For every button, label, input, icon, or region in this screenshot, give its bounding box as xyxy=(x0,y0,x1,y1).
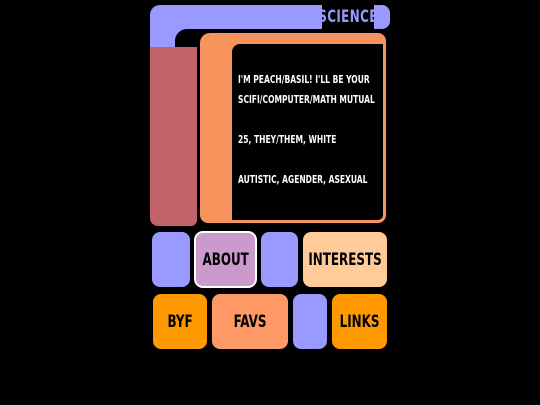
links-button[interactable]: LINKS xyxy=(332,294,387,349)
bio-line-3: 25, THEY/THEM, WHITE xyxy=(238,134,337,146)
about-button[interactable]: ABOUT xyxy=(194,231,257,288)
bio-text: I'M PEACH/BASIL! I'LL BE YOUR SCIFI/COMP… xyxy=(238,70,375,190)
byf-button[interactable]: BYF xyxy=(153,294,207,349)
header-bar xyxy=(150,5,322,29)
bio-line-1: I'M PEACH/BASIL! I'LL BE YOUR xyxy=(238,74,370,86)
interests-button-label: INTERESTS xyxy=(308,249,382,270)
byf-button-label: BYF xyxy=(167,311,193,332)
nav-block-3[interactable] xyxy=(293,294,327,349)
favs-button[interactable]: FAVS xyxy=(212,294,288,349)
about-button-label: ABOUT xyxy=(202,249,249,270)
bio-spacer xyxy=(238,150,354,170)
nav-block-2[interactable] xyxy=(261,232,298,287)
favs-button-label: FAVS xyxy=(233,311,267,332)
interests-button[interactable]: INTERESTS xyxy=(303,232,387,287)
header-elbow-curve xyxy=(175,29,205,47)
page-title: SCIENCE xyxy=(318,7,378,27)
links-button-label: LINKS xyxy=(339,311,380,332)
side-panel xyxy=(150,47,197,226)
header-end-cap xyxy=(374,5,390,29)
bio-line-2: SCIFI/COMPUTER/MATH MUTUAL xyxy=(238,94,375,106)
nav-block-1[interactable] xyxy=(152,232,190,287)
bio-spacer xyxy=(238,110,354,130)
bio-line-4: AUTISTIC, AGENDER, ASEXUAL xyxy=(238,174,368,186)
display-screen xyxy=(232,44,384,221)
